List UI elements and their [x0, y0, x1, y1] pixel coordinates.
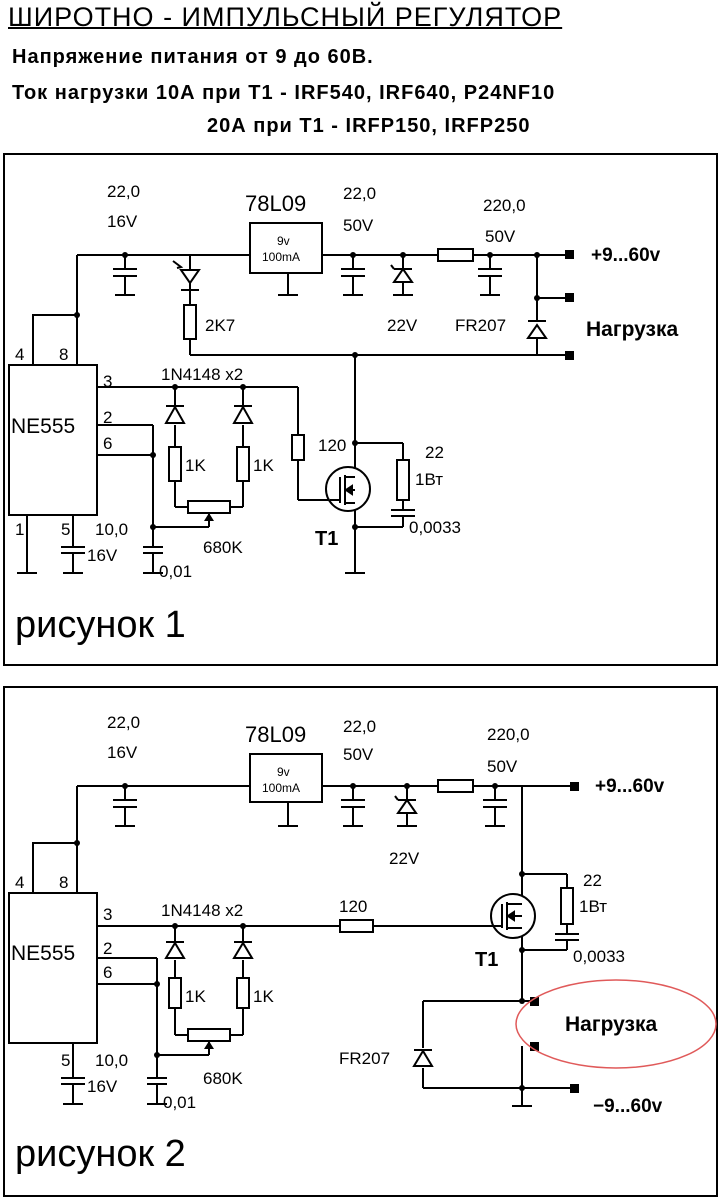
fig1-c1-voltage: 16V [107, 212, 138, 231]
page-title: ШИРОТНО - ИМПУЛЬСНЫЙ РЕГУЛЯТОР [8, 2, 563, 32]
fig2-t1-label: T1 [475, 949, 498, 971]
fig1-snubber-c-label: 0,0033 [409, 518, 461, 537]
load-current-line-1: Ток нагрузки 10А при Т1 - IRF540, IRF640… [12, 82, 556, 104]
load-current-line-2: 20А при Т1 - IRFP150, IRFP250 [207, 115, 531, 137]
fig1-pot-label: 680K [203, 538, 243, 557]
fig1-c2-value: 22,0 [343, 184, 376, 203]
fig1-pin5: 5 [61, 520, 70, 539]
fig2-pin5: 5 [61, 1051, 70, 1070]
fig1-zener-label: 22V [387, 316, 418, 335]
fig2-c3-voltage: 50V [487, 757, 518, 776]
figure-1-caption: рисунок 1 [15, 604, 186, 646]
fig1-regulator-current: 100mA [262, 250, 300, 264]
fig1-mosfet-t1 [325, 466, 371, 512]
fig1-diodes [164, 260, 548, 424]
fig2-regulator-current: 100mA [262, 781, 300, 795]
fig2-negative-supply-label: −9...60v [593, 1096, 663, 1117]
fig2-c2-value: 22,0 [343, 717, 376, 736]
figure-1-schematic: 22,0 16V 78L09 9v 100mA 22,0 50V 22V 220… [8, 182, 678, 646]
fig1-pot-wiper-arrow [204, 513, 214, 521]
fig2-snubber-c-label: 0,0033 [573, 947, 625, 966]
fig1-pin8: 8 [59, 345, 68, 364]
fig1-diodes-label: 1N4148 x2 [161, 365, 243, 384]
fig1-c10-voltage: 16V [87, 546, 118, 565]
fig2-junction-dots [74, 783, 525, 1091]
fig1-pin2: 2 [103, 408, 112, 427]
fig2-pot-wiper-arrow [204, 1041, 214, 1049]
fig2-r1k-a-label: 1K [185, 987, 206, 1006]
fig1-r1k-a-label: 1K [185, 456, 206, 475]
fig2-regulator-name: 78L09 [245, 722, 306, 747]
fig1-c10-value: 10,0 [95, 520, 128, 539]
fig1-c3-voltage: 50V [485, 227, 516, 246]
fig1-regulator-name: 78L09 [245, 191, 306, 216]
fig1-c1-value: 22,0 [107, 182, 140, 201]
fig2-c3-value: 220,0 [487, 725, 530, 744]
fig2-snubber-r-label: 22 [583, 871, 602, 890]
figure-2-schematic: 22,0 16V 78L09 9v 100mA 22,0 50V 22V 220… [8, 713, 717, 1175]
fig2-mosfet-t1 [490, 893, 536, 939]
fig1-pin1: 1 [15, 520, 24, 539]
fig2-fr207-label: FR207 [339, 1049, 390, 1068]
fig1-load-label: Нагрузка [586, 318, 678, 341]
fig2-regulator-voltage: 9v [277, 765, 290, 779]
fig2-pin3: 3 [103, 905, 112, 924]
supply-voltage-line: Напряжение питания от 9 до 60В. [12, 46, 374, 68]
regulator-78l09-body [249, 222, 323, 274]
fig2-supply-label: +9...60v [595, 776, 665, 797]
fig1-snubber-r-label: 22 [425, 443, 444, 462]
fig2-pin6: 6 [103, 963, 112, 982]
ne555-chip-body [8, 364, 98, 516]
fig2-zener-label: 22V [389, 849, 420, 868]
fig1-supply-label: +9...60v [591, 245, 661, 266]
fig2-r120-label: 120 [339, 897, 367, 916]
fig1-r1k-b-label: 1K [253, 456, 274, 475]
fig2-resistors [168, 779, 574, 1042]
fig2-c10-voltage: 16V [87, 1077, 118, 1096]
fig2-terminals [530, 782, 579, 1093]
fig2-pin4: 4 [15, 873, 24, 892]
fig2-pot-label: 680K [203, 1069, 243, 1088]
fig1-pin6: 6 [103, 434, 112, 453]
fig2-pin2: 2 [103, 939, 112, 958]
fig1-ne555-label: NE555 [11, 415, 75, 438]
fig2-pin8: 8 [59, 873, 68, 892]
figure-2-caption: рисунок 2 [15, 1133, 186, 1175]
fig2-c2-voltage: 50V [343, 745, 374, 764]
fig1-junction-dots [74, 252, 540, 530]
fig2-regulator-78l09-body [249, 753, 323, 803]
fig2-snubber-power-label: 1Вт [579, 897, 607, 916]
fig2-labels: 22,0 16V 78L09 9v 100mA 22,0 50V 22V 220… [11, 713, 665, 1175]
load-highlight-circle [515, 979, 717, 1069]
fig2-ne555-chip-body [8, 892, 98, 1044]
fig2-c10-value: 10,0 [95, 1051, 128, 1070]
fig1-fr207-label: FR207 [455, 316, 506, 335]
figure-1-panel: 22,0 16V 78L09 9v 100mA 22,0 50V 22V 220… [3, 153, 718, 666]
fig1-c2-voltage: 50V [343, 216, 374, 235]
fig2-load-label: Нагрузка [565, 1013, 657, 1036]
fig1-pin3: 3 [103, 372, 112, 391]
fig1-regulator-voltage: 9v [277, 234, 290, 248]
fig1-r120-label: 120 [318, 436, 346, 455]
fig2-diodes [164, 795, 434, 1067]
fig1-wires [17, 254, 565, 574]
fig2-r1k-b-label: 1K [253, 987, 274, 1006]
fig2-wires [32, 785, 579, 1107]
fig2-c1-voltage: 16V [107, 743, 138, 762]
fig1-labels: 22,0 16V 78L09 9v 100mA 22,0 50V 22V 220… [11, 182, 678, 646]
fig1-t1-label: T1 [315, 528, 338, 550]
fig1-r-2k7-label: 2K7 [205, 316, 235, 335]
fig2-c1-value: 22,0 [107, 713, 140, 732]
fig1-snubber-power-label: 1Вт [415, 470, 443, 489]
fig2-diodes-label: 1N4148 x2 [161, 901, 243, 920]
fig2-ne555-label: NE555 [11, 942, 75, 965]
fig1-terminals [565, 250, 574, 360]
fig1-pin4: 4 [15, 345, 24, 364]
fig2-c001-label: 0,01 [163, 1093, 196, 1112]
fig1-c3-value: 220,0 [483, 196, 526, 215]
figure-2-panel: 22,0 16V 78L09 9v 100mA 22,0 50V 22V 220… [3, 686, 718, 1197]
fig1-c001-label: 0,01 [159, 562, 192, 581]
fig1-resistors [168, 248, 474, 514]
